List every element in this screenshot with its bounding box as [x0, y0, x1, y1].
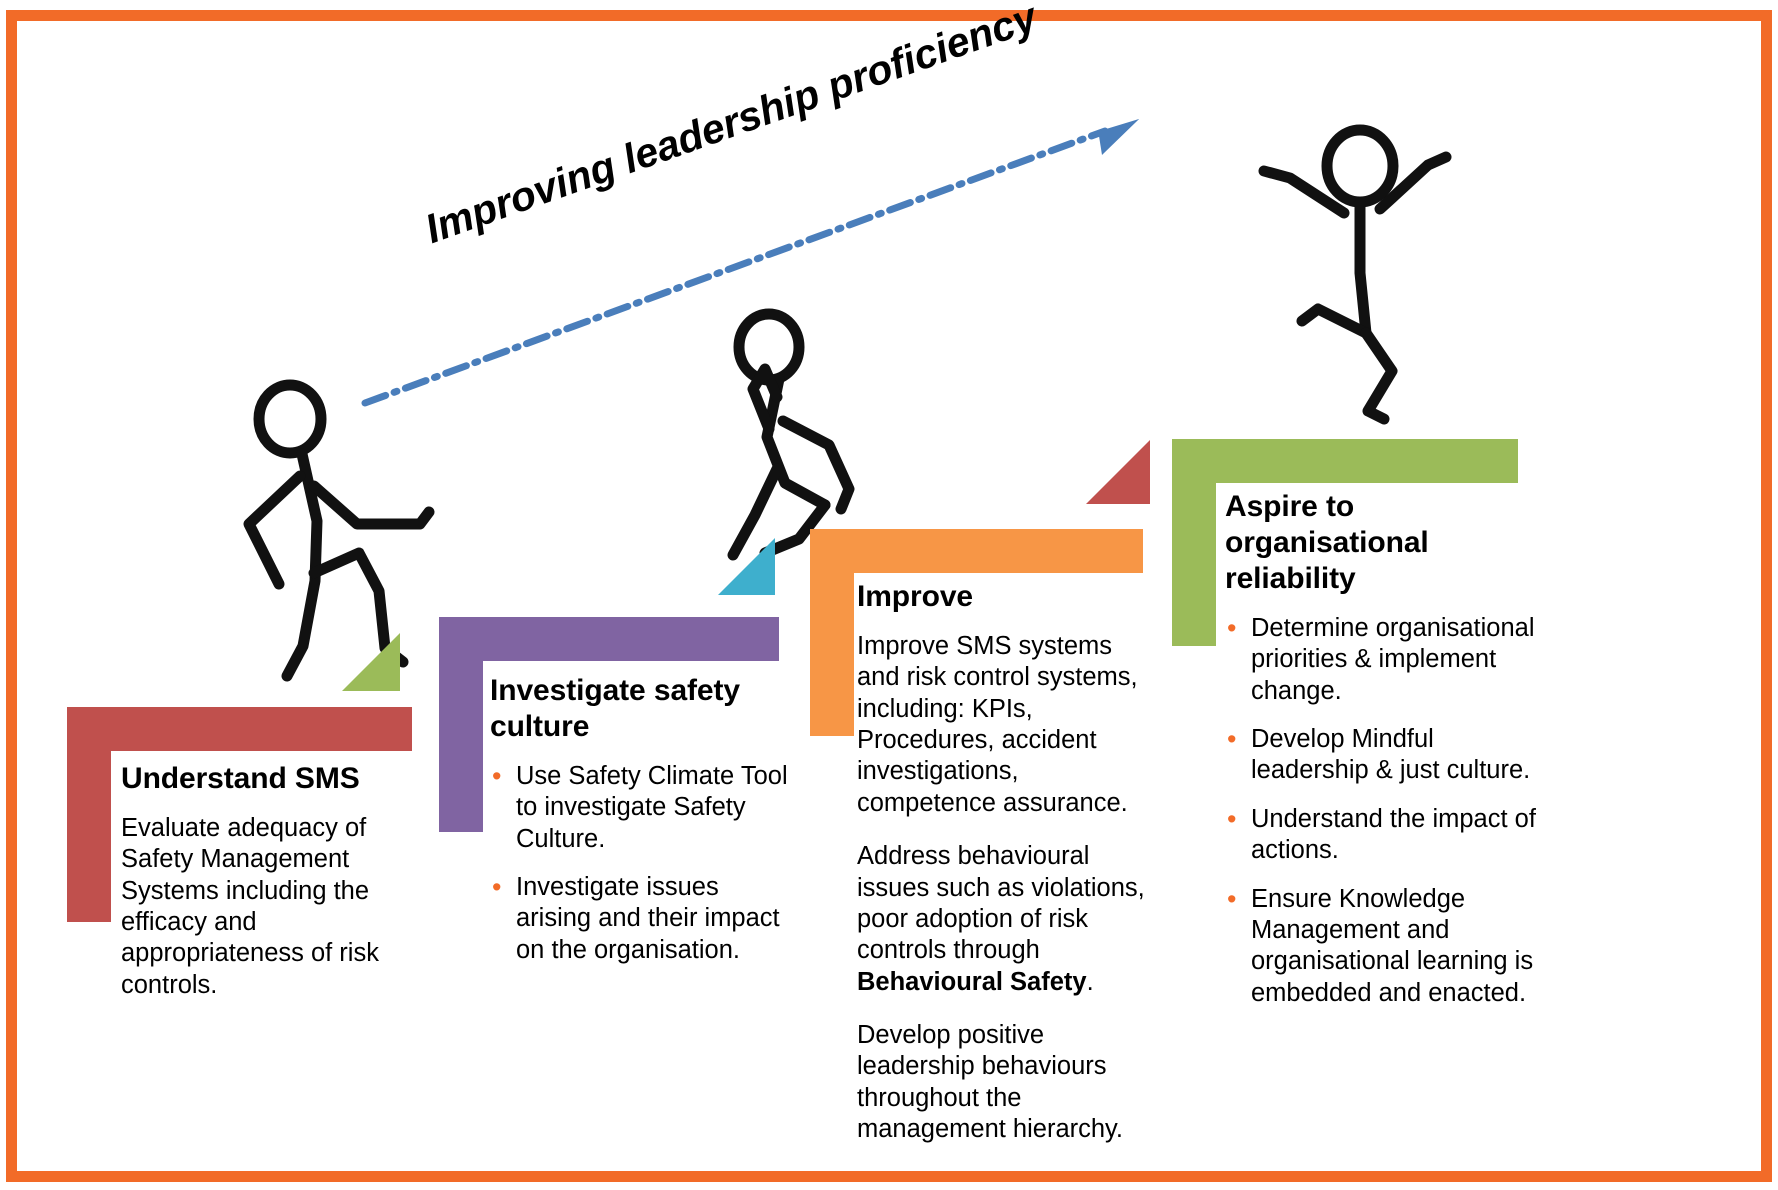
- cyan-triangle: [718, 538, 775, 595]
- list-item: Ensure Knowledge Management and organisa…: [1225, 883, 1545, 1009]
- step-title: Understand SMS: [121, 762, 360, 795]
- list-item: Use Safety Climate Tool to investigate S…: [490, 760, 790, 855]
- step-content-investigate-safety-culture: Investigate safety culture Use Safety Cl…: [490, 673, 790, 966]
- paragraph-lead: Address behavioural issues such as viola…: [857, 842, 1145, 965]
- green-triangle: [342, 633, 400, 691]
- step-bullet-list: Determine organisational priorities & im…: [1225, 612, 1545, 1009]
- orange-border-frame: Improving leadership proficiency: [6, 0, 1772, 1182]
- step-arm-top: [439, 617, 779, 661]
- step-paragraph: Develop positive leadership behaviours t…: [857, 1020, 1123, 1144]
- step-bullet-list: Use Safety Climate Tool to investigate S…: [490, 760, 790, 966]
- step-paragraph: Evaluate adequacy of Safety Management S…: [121, 814, 379, 999]
- step-arm-top: [67, 707, 412, 751]
- step-arm-left: [810, 529, 854, 736]
- step-arm-left: [67, 707, 111, 922]
- paragraph-tail: .: [1086, 967, 1094, 996]
- step-content-understand-sms: Understand SMS Evaluate adequacy of Safe…: [121, 761, 421, 1001]
- step-paragraph-behavioural: Address behavioural issues such as viola…: [857, 841, 1157, 998]
- step-arm-left: [439, 617, 483, 832]
- step-arm-left: [1172, 439, 1216, 646]
- step-bracket-understand-sms: [67, 707, 412, 922]
- climbing-figure-middle: [727, 308, 855, 561]
- list-item: Determine organisational priorities & im…: [1225, 612, 1545, 707]
- list-item: Investigate issues arising and their imp…: [490, 871, 790, 966]
- red-triangle: [1086, 440, 1150, 504]
- celebrating-figure-right: [1258, 124, 1452, 425]
- step-bracket-aspire-to-organisational-reliability: [1172, 439, 1518, 646]
- behavioural-safety-emphasis: Behavioural Safety: [857, 967, 1087, 996]
- diagram-stage: Improving leadership proficiency: [17, 0, 1761, 1171]
- improving-proficiency-arrow: [361, 119, 1139, 407]
- step-title: Investigate safety culture: [490, 674, 740, 743]
- step-arm-top: [810, 529, 1143, 573]
- step-title: Aspire to organisational reliability: [1225, 490, 1429, 595]
- step-paragraph: Improve SMS systems and risk control sys…: [857, 632, 1138, 817]
- list-item: Understand the impact of actions.: [1225, 803, 1545, 867]
- step-bracket-investigate-safety-culture: [439, 617, 779, 832]
- step-arm-top: [1172, 439, 1518, 483]
- step-content-improve: Improve Improve SMS systems and risk con…: [857, 579, 1157, 1145]
- step-bracket-improve: [810, 529, 1143, 736]
- step-title: Improve: [857, 580, 974, 613]
- step-content-aspire-to-organisational-reliability: Aspire to organisational reliability Det…: [1225, 489, 1545, 1009]
- climbing-figure-left: [243, 379, 435, 682]
- list-item: Develop Mindful leadership & just cultur…: [1225, 723, 1545, 787]
